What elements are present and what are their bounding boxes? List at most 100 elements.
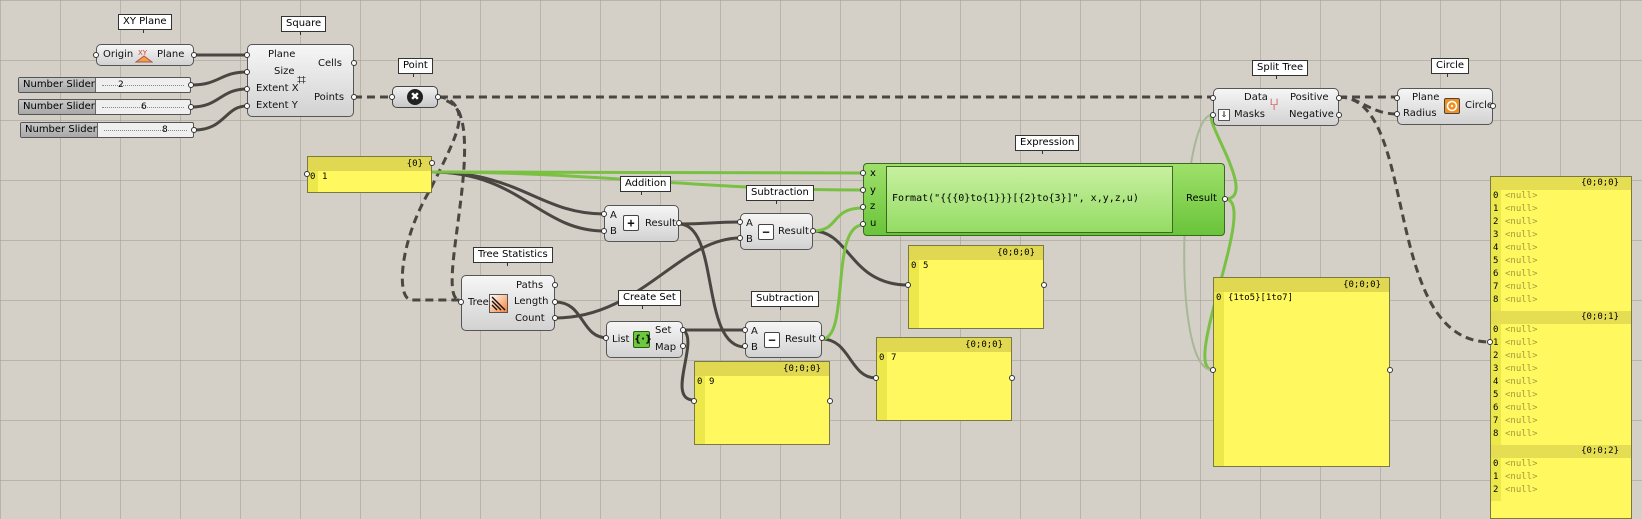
panel-path-header: {0;0;1} — [1491, 311, 1631, 324]
number-slider-value: 8 — [162, 125, 168, 135]
list-item: 1<null> — [1491, 337, 1631, 350]
expression-result-output[interactable]: Result — [1186, 193, 1217, 204]
split-tree-data-input[interactable]: Data — [1244, 92, 1268, 103]
panel-row-index: 0 — [911, 261, 917, 271]
subtraction-a-input[interactable]: A — [751, 326, 758, 337]
subtraction-result-output[interactable]: Result — [778, 226, 809, 237]
square-extent-x-input[interactable]: Extent X — [256, 83, 299, 94]
split-tree-component[interactable]: Data ⇓ Masks ⑂ Positive Negative — [1213, 88, 1339, 126]
tree-statistics-paths-output[interactable]: Paths — [516, 280, 544, 291]
subtraction-result-output[interactable]: Result — [785, 334, 816, 345]
wire-count-subB — [554, 236, 741, 320]
create-set-set-output[interactable]: Set — [655, 325, 672, 336]
circle-component[interactable]: Plane Radius Circle — [1397, 88, 1493, 125]
panel-row-value: <null> — [1505, 351, 1538, 361]
panel-row-value: <null> — [1505, 325, 1538, 335]
addition-a-input[interactable]: A — [610, 210, 617, 221]
tree-statistics-count-output[interactable]: Count — [515, 313, 545, 324]
panel-row-index: 0 — [1493, 459, 1499, 469]
square-plane-input[interactable]: Plane — [268, 49, 296, 60]
square-points-output[interactable]: Points — [314, 92, 345, 103]
xy-plane-plane-output[interactable]: Plane — [157, 49, 185, 60]
svg-text:XY: XY — [138, 49, 148, 57]
expression-z-input[interactable]: z — [870, 201, 876, 212]
number-slider-3[interactable]: Number Slider 8 — [20, 122, 194, 138]
expression-formula-box[interactable]: Format("{{{0}to{1}}}[{2}to{3}]", x,y,z,u… — [886, 166, 1173, 233]
circle-plane-input[interactable]: Plane — [1412, 92, 1440, 103]
expression-x-input[interactable]: x — [870, 168, 876, 179]
number-slider-1[interactable]: Number Slider 2 — [18, 77, 191, 93]
panel-row-index: 0 — [697, 377, 703, 387]
wire-sub1-z — [812, 206, 864, 233]
subtraction-a-input[interactable]: A — [746, 218, 753, 229]
panel-path-header: {0;0;0} — [909, 246, 1043, 260]
square-component[interactable]: Plane Size Extent X Extent Y ⌗ Cells Poi… — [247, 44, 354, 117]
panel-path-header: {0} — [308, 157, 431, 171]
expression-component[interactable]: x y z u Format("{{{0}to{1}}}[{2}to{3}]",… — [863, 163, 1225, 236]
expression-u-input[interactable]: u — [870, 218, 877, 229]
xy-plane-origin-input[interactable]: Origin — [103, 49, 134, 60]
addition-component[interactable]: A B + Result — [604, 205, 679, 242]
panel-row-index: 6 — [1493, 403, 1499, 413]
tree-statistics-title: Tree Statistics — [473, 247, 553, 263]
wire-sub1-p5 — [812, 229, 909, 287]
square-size-input[interactable]: Size — [274, 66, 295, 77]
number-slider-track[interactable]: 6 — [96, 100, 190, 114]
circle-radius-input[interactable]: Radius — [1403, 108, 1437, 119]
panel-expression-result[interactable]: {0;0;0} 0{1to5}[1to7] — [1213, 277, 1390, 467]
subtraction-b-input[interactable]: B — [751, 342, 758, 353]
square-cells-output[interactable]: Cells — [318, 58, 342, 69]
wire-slider2 — [190, 87, 248, 109]
panel-row-index: 0 — [1493, 325, 1499, 335]
addition-title: Addition — [620, 176, 672, 192]
subtraction-top-component[interactable]: A B − Result — [740, 213, 813, 250]
create-set-map-output[interactable]: Map — [655, 342, 677, 353]
number-slider-track[interactable]: 8 — [98, 123, 193, 137]
panel-row-value: <null> — [1505, 403, 1538, 413]
square-title: Square — [281, 16, 327, 32]
panel-row-value: <null> — [1505, 429, 1538, 439]
tree-statistics-component[interactable]: Tree Paths Length Count — [461, 275, 555, 331]
point-component[interactable]: ✖ — [392, 86, 438, 108]
panel-row-index: 2 — [1493, 485, 1499, 495]
circle-circle-output[interactable]: Circle — [1465, 100, 1494, 111]
tree-statistics-icon — [489, 294, 508, 313]
panel-circle-output[interactable]: {0;0;0}0<null>1<null>2<null>3<null>4<nul… — [1490, 176, 1632, 519]
panel-row-index: 2 — [1493, 217, 1499, 227]
addition-result-output[interactable]: Result — [645, 218, 676, 229]
wire-sub2-u — [821, 223, 864, 341]
split-tree-masks-input[interactable]: Masks — [1234, 109, 1265, 120]
list-item: 5 <null> — [1491, 255, 1631, 268]
subtraction-bottom-component[interactable]: A B − Result — [745, 321, 822, 358]
panel-branch: {0;0;2}0<null>1<null>2<null> — [1491, 445, 1631, 501]
tree-statistics-length-output[interactable]: Length — [514, 296, 549, 307]
wire-length-set — [554, 300, 609, 340]
panel-row-index: 5 — [1493, 256, 1499, 266]
wire-add-subA — [678, 220, 741, 226]
expression-y-input[interactable]: y — [870, 185, 876, 196]
number-slider-track[interactable]: 2 — [96, 78, 190, 92]
xy-plane-component[interactable]: Origin XY Plane — [96, 44, 194, 66]
number-slider-value: 2 — [118, 80, 124, 90]
panel-row-value: 5 — [923, 261, 929, 271]
point-title: Point — [398, 58, 433, 74]
list-item: 7<null> — [1491, 281, 1631, 294]
addition-b-input[interactable]: B — [610, 226, 617, 237]
number-slider-2[interactable]: Number Slider 6 — [18, 99, 191, 115]
subtraction-b-input[interactable]: B — [746, 234, 753, 245]
panel-row-value: <null> — [1505, 256, 1538, 266]
square-extent-y-input[interactable]: Extent Y — [256, 100, 298, 111]
panel-row-index: 8 — [1493, 429, 1499, 439]
chevron-down-icon[interactable]: ⇓ — [1218, 109, 1230, 121]
split-tree-negative-output[interactable]: Negative — [1289, 109, 1334, 120]
create-set-component[interactable]: List {·} Set Map — [606, 321, 683, 358]
tree-statistics-tree-input[interactable]: Tree — [468, 297, 489, 308]
split-tree-positive-output[interactable]: Positive — [1290, 92, 1329, 103]
create-set-list-input[interactable]: List — [612, 334, 630, 345]
panel-row-index: 3 — [1493, 364, 1499, 374]
number-slider-label: Number Slider — [21, 123, 98, 137]
